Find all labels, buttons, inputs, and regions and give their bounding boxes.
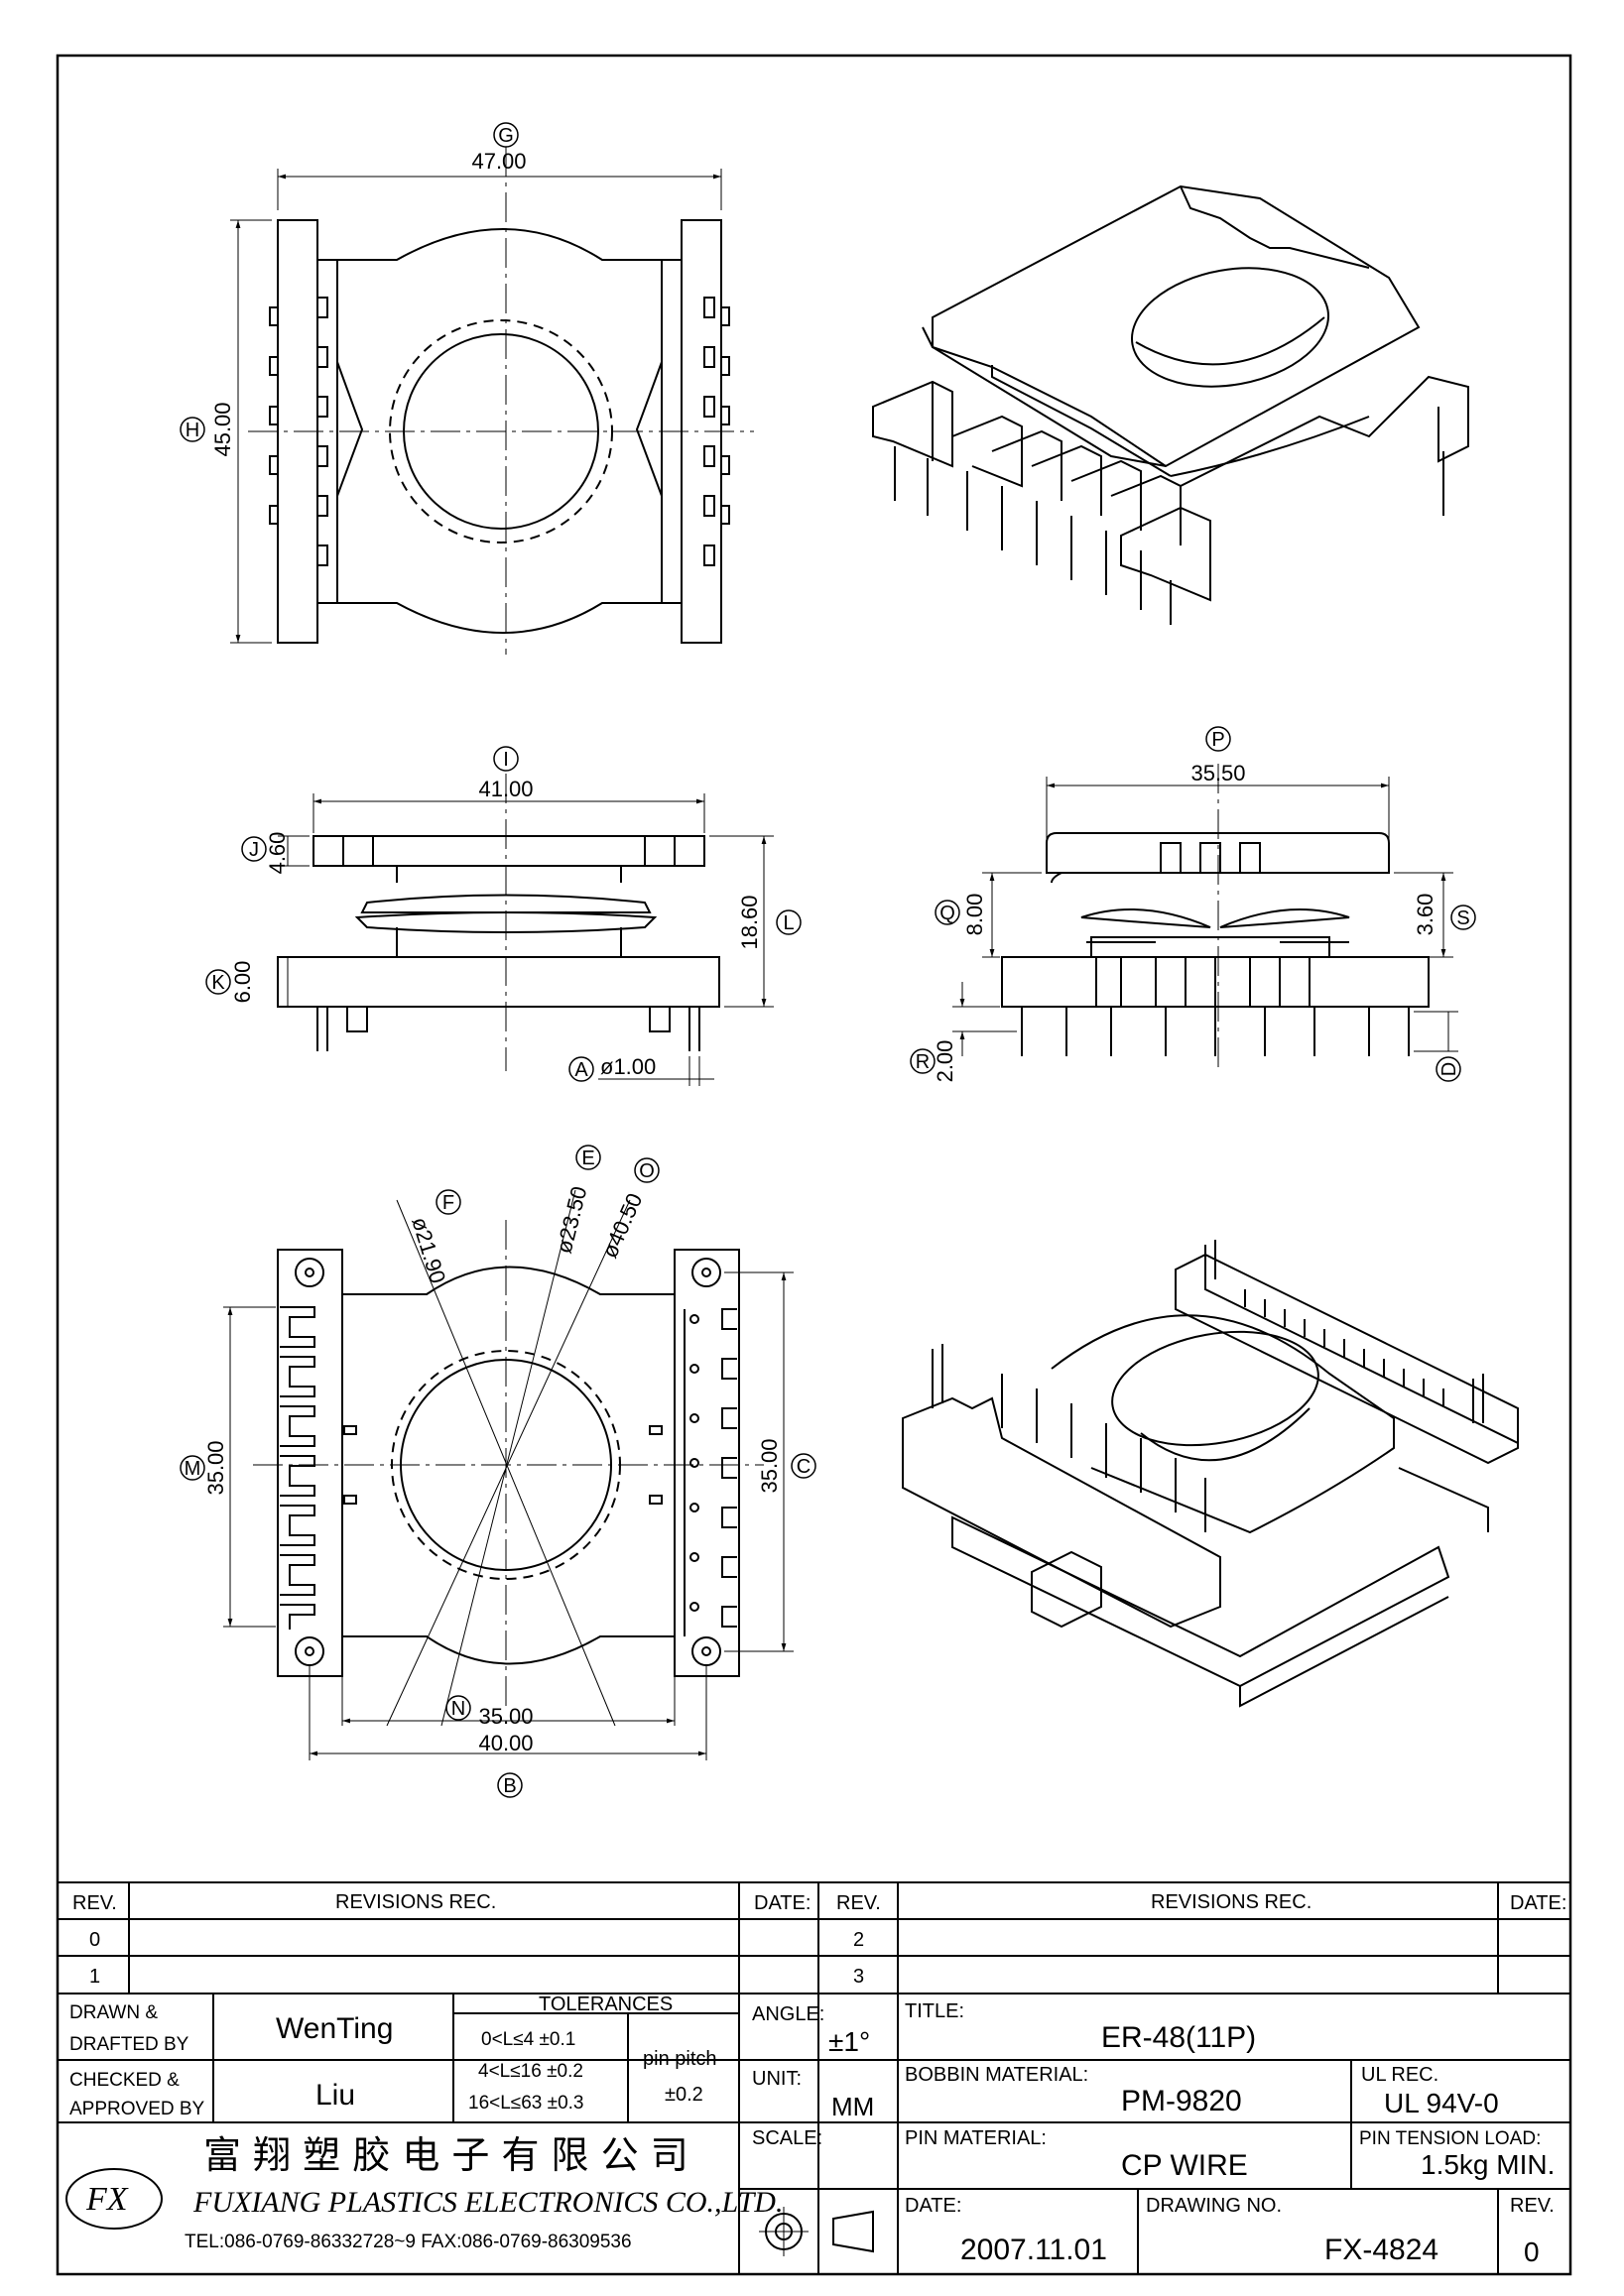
dim-g-label: G bbox=[498, 125, 514, 147]
dim-n-value: 35.00 bbox=[478, 1704, 533, 1729]
title-value: ER-48(11P) bbox=[1101, 2021, 1256, 2054]
dim-m-label: M bbox=[185, 1458, 201, 1480]
rev-row-0: 0 bbox=[89, 1929, 100, 1951]
title-block bbox=[58, 1881, 1570, 2274]
unit-value: MM bbox=[831, 2092, 874, 2121]
angle-value: ±1° bbox=[828, 2026, 870, 2057]
title-label: TITLE: bbox=[905, 2000, 964, 2022]
dim-d-label: D bbox=[1438, 1062, 1460, 1076]
bobbin-material-label: BOBBIN MATERIAL: bbox=[905, 2064, 1088, 2086]
scale-label: SCALE: bbox=[752, 2127, 822, 2149]
iso-view-top bbox=[872, 184, 1469, 625]
dim-f-label: F bbox=[442, 1192, 454, 1214]
dim-p-value: 35.50 bbox=[1190, 761, 1245, 785]
rev-header-left: REV. bbox=[72, 1892, 117, 1914]
dim-m-value: 35.00 bbox=[203, 1440, 228, 1495]
tolerance-row-3: 16<L≤63 ±0.3 bbox=[468, 2093, 583, 2114]
dim-s-label: S bbox=[1456, 907, 1469, 929]
tolerance-row-2: 4<L≤16 ±0.2 bbox=[478, 2061, 583, 2082]
dim-l-value: 18.60 bbox=[737, 895, 762, 949]
dim-k-value: 6.00 bbox=[230, 961, 255, 1004]
dim-e-value: ø23.50 bbox=[552, 1184, 592, 1257]
iso-view-bottom bbox=[902, 1240, 1519, 1708]
revisions-header-right: REVISIONS REC. bbox=[1151, 1891, 1312, 1913]
dim-j-value: 4.60 bbox=[265, 832, 290, 875]
pin-pitch-label: pin pitch bbox=[643, 2048, 717, 2070]
drawn-label-1: DRAWN & bbox=[69, 2002, 158, 2023]
dim-a-value: ø1.00 bbox=[600, 1054, 656, 1079]
drawing-no-label: DRAWING NO. bbox=[1146, 2195, 1282, 2217]
dim-c-label: C bbox=[797, 1456, 811, 1478]
date-header-right: DATE: bbox=[1510, 1892, 1566, 1914]
rev-value: 0 bbox=[1524, 2236, 1540, 2267]
dim-p-label: P bbox=[1211, 729, 1224, 751]
dim-q-label: Q bbox=[939, 903, 955, 924]
dim-i-label: I bbox=[503, 749, 509, 771]
dim-l-label: L bbox=[783, 912, 794, 934]
dim-s-value: 3.60 bbox=[1413, 894, 1437, 936]
rev-row-1: 1 bbox=[89, 1966, 100, 1988]
angle-label: ANGLE: bbox=[752, 2003, 824, 2025]
dim-n-label: N bbox=[451, 1698, 465, 1720]
front-view bbox=[205, 746, 802, 1086]
ul-rec-value: UL 94V-0 bbox=[1384, 2088, 1499, 2118]
tolerance-row-1: 0<L≤4 ±0.1 bbox=[481, 2029, 575, 2050]
dim-r-label: R bbox=[916, 1051, 930, 1073]
dim-g-value: 47.00 bbox=[471, 149, 526, 174]
revisions-header-left: REVISIONS REC. bbox=[335, 1891, 496, 1913]
dim-i-value: 41.00 bbox=[478, 777, 533, 801]
dim-k-label: K bbox=[211, 972, 225, 994]
dim-b-label: B bbox=[503, 1775, 516, 1797]
dim-c-value: 35.00 bbox=[757, 1438, 782, 1493]
date-label: DATE: bbox=[905, 2195, 961, 2217]
dim-h-label: H bbox=[186, 420, 199, 441]
checked-label-2: APPROVED BY bbox=[69, 2099, 205, 2119]
checked-label-1: CHECKED & bbox=[69, 2070, 180, 2091]
dim-o-label: O bbox=[639, 1160, 655, 1182]
rev-label: REV. bbox=[1510, 2195, 1555, 2217]
pin-material-label: PIN MATERIAL: bbox=[905, 2127, 1047, 2149]
date-value: 2007.11.01 bbox=[960, 2234, 1107, 2266]
dim-e-label: E bbox=[581, 1148, 594, 1169]
dim-j-label: J bbox=[249, 839, 259, 861]
pin-pitch-value: ±0.2 bbox=[665, 2084, 703, 2106]
pin-material-value: CP WIRE bbox=[1121, 2149, 1248, 2182]
company-logo: FX bbox=[85, 2181, 129, 2218]
checked-by: Liu bbox=[315, 2079, 355, 2112]
dim-f-value: ø21.90 bbox=[407, 1214, 450, 1286]
side-view bbox=[910, 726, 1476, 1082]
dim-o-value: ø40.50 bbox=[597, 1189, 648, 1262]
ul-rec-label: UL REC. bbox=[1361, 2064, 1438, 2086]
drawn-label-2: DRAFTED BY bbox=[69, 2034, 189, 2055]
sheet-border bbox=[56, 54, 1572, 2276]
drawing-no-value: FX-4824 bbox=[1324, 2234, 1438, 2266]
dim-q-value: 8.00 bbox=[962, 894, 987, 936]
dim-b-value: 40.00 bbox=[478, 1731, 533, 1755]
date-header-left: DATE: bbox=[754, 1892, 811, 1914]
dim-r-value: 2.00 bbox=[933, 1040, 957, 1083]
company-name-en: FUXIANG PLASTICS ELECTRONICS CO.,LTD. bbox=[192, 2186, 783, 2219]
company-name-cn: 富 翔 塑 胶 电 子 有 限 公 司 bbox=[203, 2133, 688, 2177]
pin-tension-value: 1.5kg MIN. bbox=[1421, 2149, 1555, 2180]
rev-header-right: REV. bbox=[836, 1892, 881, 1914]
pin-tension-label: PIN TENSION LOAD: bbox=[1359, 2128, 1541, 2149]
drawn-by: WenTing bbox=[276, 2012, 393, 2045]
tolerances-header: TOLERANCES bbox=[539, 1994, 673, 2015]
unit-label: UNIT: bbox=[752, 2068, 802, 2090]
bottom-view bbox=[180, 1145, 816, 1798]
bobbin-material-value: PM-9820 bbox=[1121, 2085, 1242, 2117]
company-contact: TEL:086-0769-86332728~9 FAX:086-0769-863… bbox=[185, 2232, 632, 2252]
rev-row-3: 3 bbox=[853, 1966, 864, 1988]
top-view bbox=[180, 122, 754, 655]
dim-a-label: A bbox=[574, 1059, 588, 1081]
rev-row-2: 2 bbox=[853, 1929, 864, 1951]
dim-h-value: 45.00 bbox=[210, 402, 235, 456]
